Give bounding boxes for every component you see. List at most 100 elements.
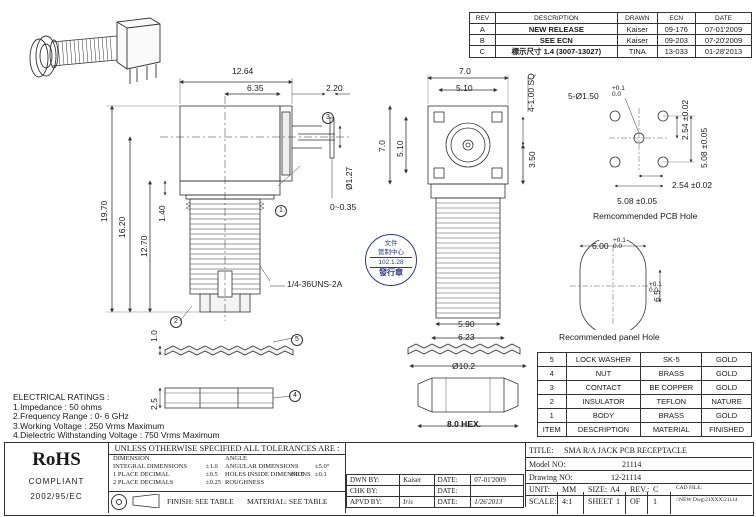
dim-pcb-v1: 2.54 ±0.02 xyxy=(680,99,690,140)
of-value: 1 xyxy=(653,497,657,506)
bom-row: 4 NUT BRASS GOLD xyxy=(537,366,752,381)
chk-label: CHK BY: xyxy=(345,485,401,497)
dim-pcb-v2: 5.08 ±0.05 xyxy=(699,127,709,168)
dim-thread-width: 5.90 xyxy=(458,319,475,329)
rev-date: 07-20'2009 xyxy=(694,34,753,46)
washer-nut-side-drawing xyxy=(158,337,294,409)
bom-row: 2 INSULATOR TEFLON NATURE xyxy=(537,394,752,409)
bom-finish: GOLD xyxy=(701,352,752,367)
dim-front-height-2: 3.50 xyxy=(527,151,537,168)
rev-header: REV xyxy=(469,12,496,24)
rohs-code: 2002/95/EC xyxy=(30,492,83,501)
dim-pcb-h1: 5.08 ±0.05 xyxy=(617,196,658,206)
material-note: MATERIAL: SEE TABLE xyxy=(247,497,328,506)
rohs-title: RoHS xyxy=(32,449,81,470)
dim-thread-width-2: 6.23 xyxy=(458,332,475,342)
bom-material: BRASS xyxy=(640,366,703,381)
rev-drawn: Kaiser xyxy=(616,34,658,46)
tolerance-integral: INTEGRAL DIMENSIONS xyxy=(113,463,187,470)
drawing-number: 12-21114 xyxy=(611,473,642,482)
size-label: SIZE: xyxy=(588,485,608,494)
tolerance-angular: ANGULAR DIMENSIONS xyxy=(225,463,299,470)
bom-header-material: MATERIAL xyxy=(640,422,703,437)
control-stamp: 文件 管制中心 102.1.28 發行章 xyxy=(365,234,417,286)
dim-pin-dia: Ø1.27 xyxy=(344,166,354,190)
tolerance-one-place: 1 PLACE DECIMAL xyxy=(113,471,170,478)
rev-ecn: 09-203 xyxy=(656,34,696,46)
bom-header-finished: FINISHED xyxy=(701,422,752,437)
bom-item: 5 xyxy=(537,352,567,367)
projection-cone-icon xyxy=(132,494,160,508)
bom-row: 3 CONTACT BE COPPER GOLD xyxy=(537,380,752,395)
electrical-impedance: 1.Impedance : 50 ohms xyxy=(13,401,102,412)
revision-row: A NEW RELEASE Kaiser 09-176 07-01'2009 xyxy=(469,23,753,35)
pcb-hole-drawing xyxy=(609,97,695,188)
dim-front-height-inner: 5.10 xyxy=(395,140,405,157)
bom-item: 1 xyxy=(537,408,567,423)
apvd-date-label: DATE: xyxy=(433,496,472,508)
dim-pcb-h2: 2.54 ±0.02 xyxy=(672,180,713,190)
bom-description: NUT xyxy=(565,366,642,381)
side-view-drawing xyxy=(106,78,350,322)
tolerance-two-place: 2 PLACE DECIMALS xyxy=(113,479,174,486)
balloon-5: 5 xyxy=(291,334,303,346)
rev-drawn: Kaiser xyxy=(616,23,658,35)
dim-washer-dia: Ø10.2 xyxy=(452,361,476,371)
bom-description: CONTACT xyxy=(565,380,642,395)
tolerance-dimension: DIMENSION xyxy=(113,455,150,462)
tolerance-angular-value: ±5.0° xyxy=(315,463,330,470)
bom-item: 2 xyxy=(537,394,567,409)
stamp-line-4: 發行章 xyxy=(379,268,403,277)
tolerance-holes: HOLES INSIDE DIMENSIONS xyxy=(225,471,311,478)
tolerance-holes-value: ±0.1 xyxy=(315,471,327,478)
bom-header-item: ITEM xyxy=(537,422,567,437)
dim-hex: 8.0 HEX. xyxy=(447,419,482,429)
dim-pcb-hole: 5-Ø1.50 xyxy=(568,91,599,101)
rev-drawn: TINA xyxy=(616,45,658,58)
bom-header: ITEM DESCRIPTION MATERIAL FINISHED xyxy=(537,422,752,437)
rev-date: 07-01'2009 xyxy=(694,23,753,35)
rev-value: C xyxy=(653,485,659,494)
dim-pin-tol: 0~0.35 xyxy=(330,202,357,212)
rev-ecn: 13-033 xyxy=(656,45,696,58)
tolerance-heading: UNLESS OTHERWISE SPECIFIED ALL TOLERANCE… xyxy=(109,443,345,455)
bom-row: 1 BODY BRASS GOLD xyxy=(537,408,752,423)
dim-height-base: 1.40 xyxy=(157,205,167,222)
electrical-ratings: ELECTRICAL RATINGS : 1.Impedance : 50 oh… xyxy=(13,392,220,441)
bom-description: LOCK WASHER xyxy=(565,352,642,367)
electrical-dielectric: 4.Dielectric Withstanding Voltage : 750 … xyxy=(13,430,220,440)
rohs-compliant: COMPLIANT xyxy=(28,477,85,486)
revision-row: C 標示尺寸 1.4 (3007-13027) TINA 13-033 01-2… xyxy=(469,45,753,58)
bom-finish: NATURE xyxy=(701,394,752,409)
size-value: A4 xyxy=(610,485,620,494)
electrical-frequency: 2.Frequency Range : 0- 6 GHz xyxy=(13,411,129,421)
bom-item: 3 xyxy=(537,380,567,395)
balloon-1: 1 xyxy=(275,205,287,217)
finish-note: FINISH: SEE TABLE xyxy=(167,497,234,506)
electrical-working-voltage: 3.Working Voltage : 250 Vrms Maximum xyxy=(13,420,165,431)
apvd-date-value: 1/26'2013 xyxy=(470,496,524,508)
dim-height-total: 19.70 xyxy=(99,200,109,222)
tolerance-integral-value: ±1.0 xyxy=(206,463,218,470)
drawn-header: DRAWN xyxy=(616,12,658,24)
description-header: DESCRIPTION xyxy=(494,12,618,24)
bom-finish: GOLD xyxy=(701,380,752,395)
of-label: OF xyxy=(630,497,641,506)
bom-material: SK-5 xyxy=(640,352,703,367)
rev-description: NEW RELEASE xyxy=(494,23,618,35)
bom-table: 5 LOCK WASHER SK-5 GOLD 4 NUT BRASS GOLD… xyxy=(537,352,752,437)
scale-label: SCALE: xyxy=(529,497,557,506)
panel-hole-caption: Recommended panel Hole xyxy=(559,332,660,342)
dim-height-body: 16.20 xyxy=(117,216,127,238)
revision-row: B SEE ECN Kaiser 09-203 07-20'2009 xyxy=(469,34,753,46)
front-view-drawing xyxy=(388,74,529,428)
bom-material: BE COPPER xyxy=(640,380,703,395)
model-number: 21114 xyxy=(622,460,642,469)
dwn-label: DWN BY: xyxy=(345,474,401,486)
thread-spec: 1/4-36UNS-2A xyxy=(287,279,343,289)
date-header: DATE xyxy=(694,12,753,24)
revision-table: REV DESCRIPTION DRAWN ECN DATE A NEW REL… xyxy=(469,12,753,58)
rev-letter: A xyxy=(469,23,496,35)
dim-height-thread: 12.70 xyxy=(139,235,149,257)
